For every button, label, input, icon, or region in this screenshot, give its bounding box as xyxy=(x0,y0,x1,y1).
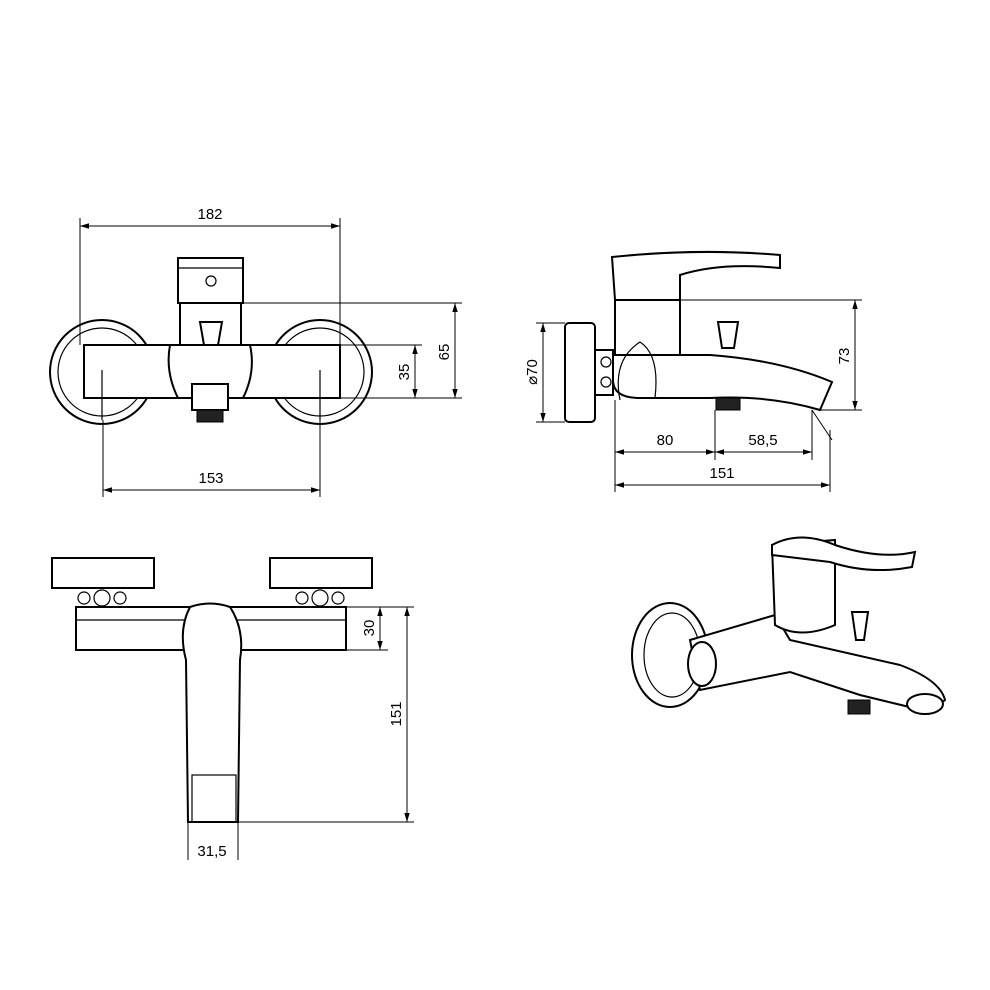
front-dimensions: 182 65 35 153 xyxy=(79,206,462,497)
dim-153: 153 xyxy=(198,470,223,487)
dim-35: 35 xyxy=(396,364,413,381)
isometric-view xyxy=(631,536,947,715)
dim-151-bottom: 151 xyxy=(388,701,405,726)
dim-31-5: 31,5 xyxy=(197,843,226,860)
dim-80: 80 xyxy=(657,432,674,449)
dim-30: 30 xyxy=(361,620,378,637)
dim-73: 73 xyxy=(836,348,853,365)
dim-182: 182 xyxy=(197,206,222,223)
bottom-dimensions: 30 151 31,5 xyxy=(187,606,414,860)
side-view xyxy=(564,250,834,423)
dim-diameter-70: ⌀70 xyxy=(524,359,541,385)
dim-58-5: 58,5 xyxy=(748,432,777,449)
dim-65: 65 xyxy=(436,344,453,361)
bottom-view xyxy=(51,557,373,823)
dim-151-side: 151 xyxy=(709,465,734,482)
side-dimensions: ⌀70 73 80 58,5 151 xyxy=(524,299,862,492)
front-view xyxy=(49,257,373,425)
